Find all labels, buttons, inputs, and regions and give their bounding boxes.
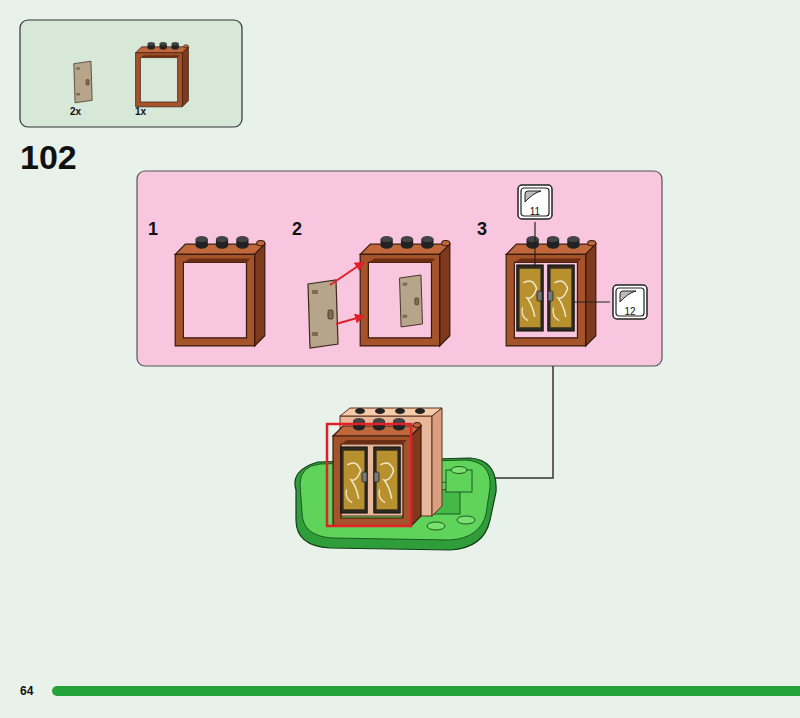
substep-number: 1	[148, 220, 158, 238]
sticker-number: 11	[530, 207, 540, 217]
part-count: 1x	[135, 107, 146, 117]
substep-number: 3	[477, 220, 487, 238]
sticker-number: 12	[624, 307, 635, 317]
page-number: 64	[20, 685, 33, 697]
step-number: 102	[20, 140, 77, 174]
part-count: 2x	[70, 107, 81, 117]
substep-number: 2	[292, 220, 302, 238]
